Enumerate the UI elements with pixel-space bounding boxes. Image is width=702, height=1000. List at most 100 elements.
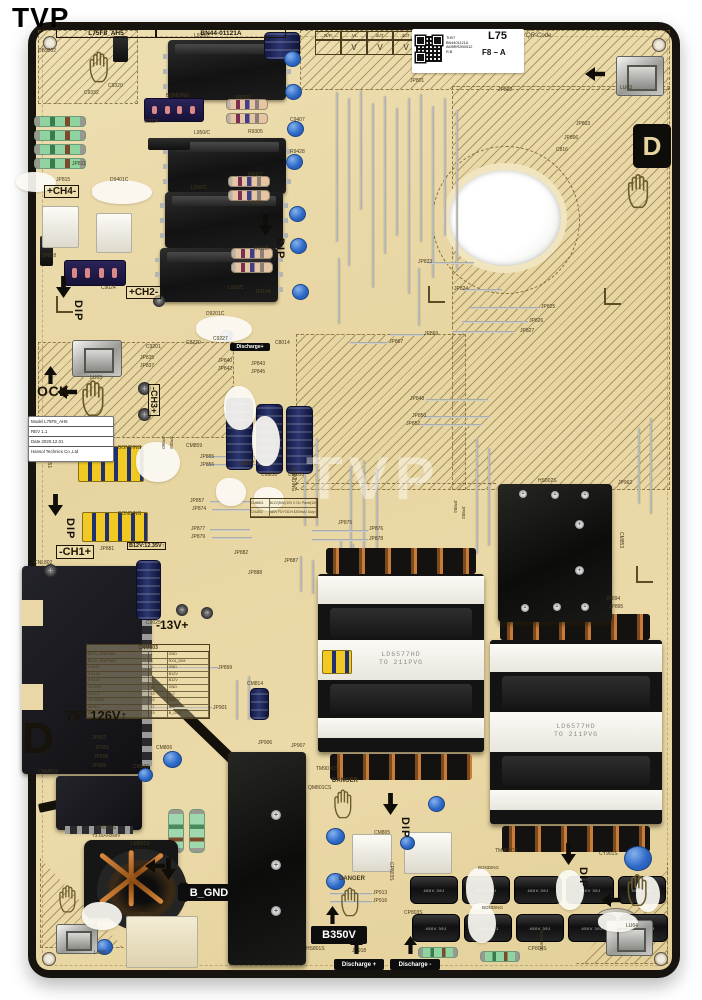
pin-table-cell: N.C — [168, 691, 209, 698]
silkscreen-label: LU64 — [626, 923, 638, 929]
yellow-cap-bank — [82, 512, 148, 542]
dip-marker: DIP — [56, 276, 86, 336]
silkscreen-label: L910/C — [191, 185, 208, 191]
silkscreen-label: JP876 — [369, 526, 384, 532]
qr-code — [416, 36, 442, 62]
silkscreen-label: CM814 — [247, 681, 264, 687]
pin-table-cell: B12V — [168, 678, 209, 684]
jumper-wire — [248, 676, 250, 720]
silkscreen-label: R9104 — [256, 289, 271, 295]
silkscreen-label: DANGER — [332, 778, 359, 784]
silkscreen-label: D9201C — [206, 311, 225, 317]
silkscreen-label: JP894 — [606, 596, 621, 602]
silkscreen-label: JP901 — [213, 705, 228, 711]
small-transformer — [160, 192, 288, 248]
photo-watermark: TVP — [306, 445, 441, 512]
resistor-green — [34, 116, 86, 127]
cap-array-c9324 — [144, 98, 204, 122]
silkscreen-label: JP855 — [200, 454, 215, 460]
blue-disc-capacitor — [326, 873, 345, 890]
pin-table-cell: 11 — [149, 684, 168, 691]
jumper-wire — [150, 667, 218, 669]
silkscreen-label: JP823 — [418, 259, 433, 265]
pin-table-cell: 7 — [149, 671, 168, 678]
glue-blob — [136, 442, 180, 482]
check-form-mark: V — [367, 40, 393, 55]
silkscreen-label: FM801S — [97, 825, 116, 831]
silkscreen-label: JP824 — [454, 286, 469, 292]
silkscreen-label: QM801CS — [308, 785, 332, 791]
check-form-mark — [315, 40, 341, 55]
silkscreen-label: QR-Code — [526, 33, 552, 39]
silkscreen-label: JP907 — [291, 743, 306, 749]
silkscreen-label: DB9302 — [38, 48, 57, 54]
silkscreen-label: LU63 — [620, 85, 632, 91]
glue-blob — [224, 386, 256, 430]
site-watermark-logo: TVP — [12, 2, 70, 33]
silkscreen-label: LU63 — [90, 375, 102, 381]
jumper-wire — [396, 108, 398, 236]
code-header: CODE — [213, 24, 229, 30]
jumper-wire — [312, 539, 368, 541]
jumper-wire — [420, 424, 482, 426]
jumper-wire — [488, 448, 490, 546]
jumper-wire — [424, 416, 490, 418]
silkscreen-label: DANGER — [339, 876, 366, 882]
jumper-wire — [462, 289, 502, 291]
pin-table-cell: 18 N.C — [87, 704, 150, 711]
code-label-box: CODE BN44-01121A — [156, 23, 286, 38]
ratings-table-cell: 450V FDY74CH 4200mA / Duty 50Hz/200Hz Di… — [270, 508, 317, 516]
hand-warning-icon — [624, 870, 654, 908]
silkscreen-label: JP835 — [140, 355, 155, 361]
silkscreen-label: C9332 — [84, 90, 99, 96]
resistor-green — [34, 144, 86, 155]
silkscreen-label: JP867 — [389, 339, 404, 345]
model-value: L75F8_AH5 — [88, 30, 124, 37]
silkscreen-label: JP884 — [453, 500, 458, 513]
silkscreen-label: C816 — [556, 147, 568, 153]
silkscreen-label: CM811 — [135, 912, 151, 918]
silkscreen-label: CP804S — [528, 946, 547, 952]
code-value: BN44-01121A — [200, 30, 242, 37]
silkscreen-label: JP818 — [42, 253, 57, 259]
resistor-green — [418, 947, 458, 958]
b12v-label: B12V:12.35V↑ — [127, 542, 167, 550]
silkscreen-label: JP875 — [338, 520, 353, 526]
pin-table-cell: 5 — [149, 665, 168, 671]
main-transformer-2: LD6577HD TO 211PVG — [490, 614, 662, 854]
blue-disc-capacitor — [285, 84, 302, 100]
jumper-wire — [638, 428, 640, 504]
silkscreen-label: C8014 — [275, 340, 290, 346]
screw: + — [575, 566, 584, 575]
silkscreen-label: C9201 — [146, 344, 161, 350]
corner-bracket — [636, 566, 653, 583]
silkscreen-label: JP902 — [92, 735, 107, 741]
pin-table-cell: 8 B12V — [87, 678, 150, 684]
lock-label: LOCK — [28, 383, 70, 399]
screw-terminal: + — [201, 607, 213, 619]
silkscreen-label: JP811 — [72, 161, 86, 167]
cap-marking: 450V 39J — [579, 887, 601, 893]
silkscreen-label: BONDING — [482, 905, 504, 910]
electrolytic-cap-cm814 — [250, 688, 269, 720]
transformer-tape-text: TO 211PVG — [553, 731, 599, 738]
hand-warning-icon — [78, 376, 112, 418]
hand-warning-icon — [338, 884, 365, 918]
silkscreen-label: JP887 — [284, 558, 299, 564]
glue-blob — [82, 902, 122, 930]
silkscreen-label: CM806 — [156, 745, 173, 751]
hand-warning-icon — [56, 882, 82, 914]
silkscreen-label: JP803 — [576, 121, 591, 127]
screw: + — [519, 490, 527, 498]
fuse-green — [189, 809, 205, 853]
glue-blob — [252, 416, 280, 466]
dip-text: DIP — [64, 518, 76, 540]
jumper-wire — [384, 96, 386, 254]
silkscreen-label: JP801 — [410, 78, 425, 84]
mounting-hole — [652, 38, 666, 52]
